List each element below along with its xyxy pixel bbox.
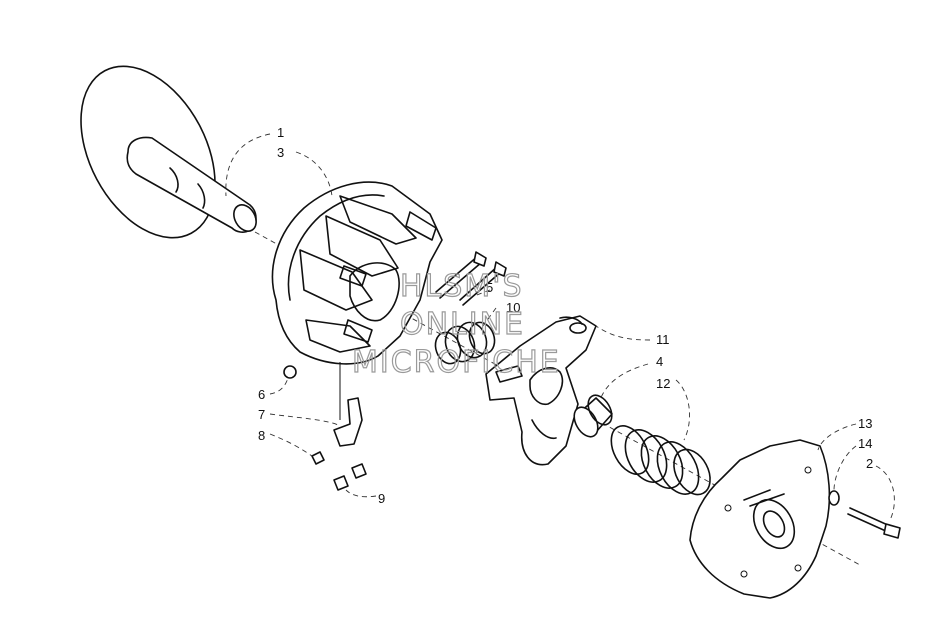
watermark-line-2: ONLINE <box>400 307 525 342</box>
fixed-sheave <box>80 65 257 239</box>
callout-4: 4 <box>656 354 663 369</box>
callout-7: 7 <box>258 407 265 422</box>
callout-13: 13 <box>858 416 872 431</box>
movable-sheave <box>271 181 443 365</box>
cover-plate <box>689 439 831 599</box>
main-spring <box>610 425 711 496</box>
watermark-line-1: HLSM'S <box>400 269 524 304</box>
washer-and-bolt <box>828 490 901 539</box>
leader-lines <box>225 133 895 521</box>
callout-3: 3 <box>277 145 284 160</box>
bushing <box>573 394 613 438</box>
callout-2: 2 <box>866 456 873 471</box>
callout-14: 14 <box>858 436 872 451</box>
small-spring <box>434 321 496 365</box>
watermark-line-3: MICROFICHE <box>352 345 561 380</box>
bolts <box>435 251 507 306</box>
spider-cam <box>485 315 597 466</box>
callout-5: 5 <box>486 280 493 295</box>
small-hardware <box>283 365 367 491</box>
callout-8: 8 <box>258 428 265 443</box>
watermark: HLSM'S ONLINE MICROFICHE <box>351 268 561 380</box>
callout-10: 10 <box>506 300 520 315</box>
callout-11: 11 <box>656 332 670 347</box>
callout-12: 12 <box>656 376 670 391</box>
callout-1: 1 <box>277 125 284 140</box>
callout-9: 9 <box>378 491 385 506</box>
callout-6: 6 <box>258 387 265 402</box>
callouts: 1 3 5 10 11 4 12 6 7 8 9 13 14 2 <box>258 125 873 506</box>
